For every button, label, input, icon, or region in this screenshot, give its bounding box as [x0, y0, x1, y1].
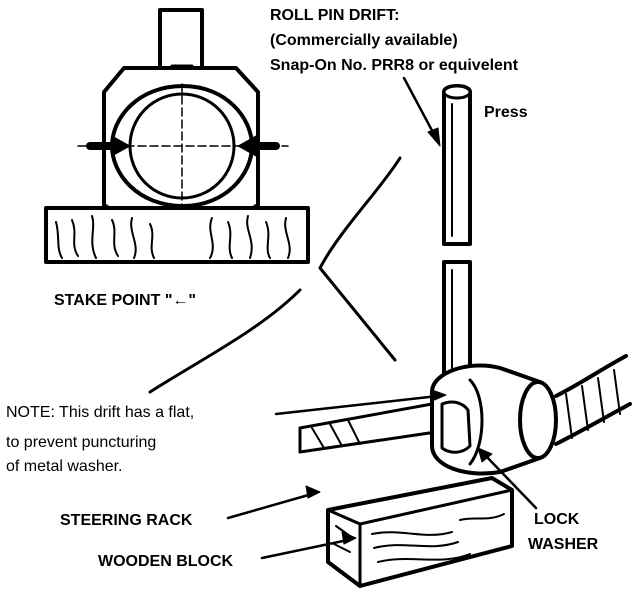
block-wood-grain	[333, 513, 505, 563]
inset-drift-rod	[158, 8, 204, 70]
steering-rack-leader	[226, 492, 314, 520]
note-line-1: NOTE: This drift has a flat,	[6, 404, 195, 421]
wooden-block-leader	[260, 538, 350, 560]
note-line-2: to prevent puncturing	[6, 434, 157, 451]
lock-washer	[440, 400, 472, 454]
stake-point-label: STAKE POINT "←"	[54, 292, 196, 309]
wooden-block-outline	[326, 476, 514, 588]
rack-teeth	[311, 419, 361, 449]
roll-pin-leader	[402, 76, 438, 140]
note-leader	[274, 394, 440, 416]
housing-end-face	[518, 380, 558, 460]
roll-pin-drift-title: ROLL PIN DRIFT:	[270, 7, 400, 24]
hose	[554, 354, 632, 446]
lock-washer-label-line-1: LOCK	[534, 511, 580, 528]
wooden-block-label: WOODEN BLOCK	[98, 553, 234, 570]
inset-wood-block	[44, 206, 310, 264]
roll-pin-drift	[442, 84, 472, 398]
lock-washer-label-line-2: WASHER	[528, 536, 599, 553]
inset-stake-arrow-right	[237, 135, 280, 157]
steering-rack-label: STEERING RACK	[60, 512, 193, 529]
stake-point-inset	[44, 8, 310, 264]
inset-callout-curve	[318, 156, 402, 362]
steering-rack-shaft	[298, 402, 438, 454]
roll-pin-drift-part-number: Snap-On No. PRR8 or equivelent	[270, 57, 519, 74]
note-line-3: of metal washer.	[6, 458, 123, 475]
inset-wood-grain	[55, 215, 291, 259]
steering-rack-assembly	[298, 354, 632, 476]
drift-upper-section	[442, 84, 472, 246]
roll-pin-drift-availability: (Commercially available)	[270, 32, 458, 49]
press-label: Press	[484, 104, 528, 121]
inset-callout-curve-left	[148, 288, 302, 394]
lock-washer-leader	[482, 452, 538, 510]
inset-stake-arrow-left	[86, 135, 131, 157]
wooden-block	[326, 476, 514, 588]
